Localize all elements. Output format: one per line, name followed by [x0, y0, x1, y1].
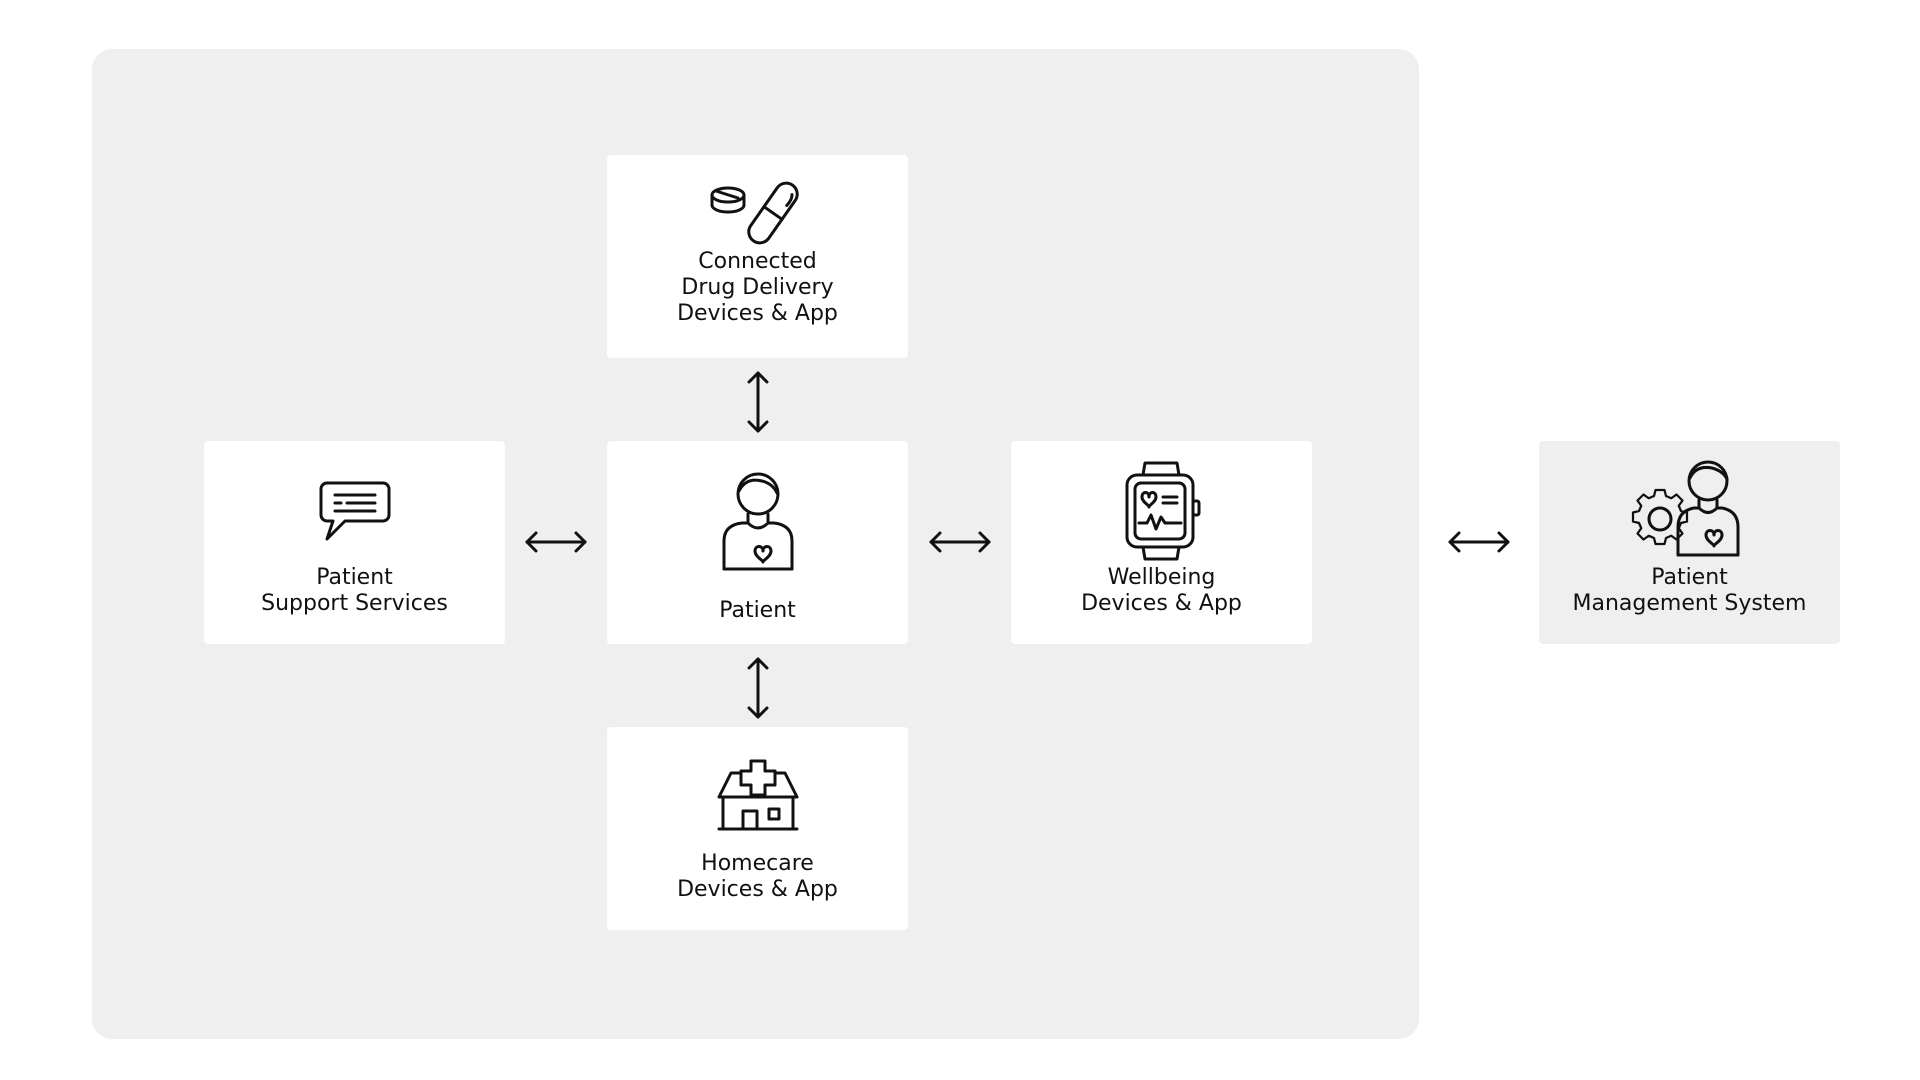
label-line: Homecare [701, 851, 814, 876]
pill-capsule-icon [710, 181, 799, 245]
arrow-patient-homecare [747, 657, 769, 719]
smartwatch-heart-icon [1125, 461, 1200, 561]
label-line: Devices & App [677, 877, 838, 902]
label-line: Devices & App [677, 301, 838, 326]
node-patient: Patient [607, 441, 908, 644]
label-line: Devices & App [1081, 591, 1242, 616]
label-line: Support Services [261, 591, 448, 616]
home-medical-icon [717, 759, 798, 831]
arrow-patient-wellbeing [929, 531, 991, 553]
arrow-wellbeing-management [1448, 531, 1510, 553]
arrow-patient-drug-delivery [747, 371, 769, 433]
label-line: Patient [316, 565, 393, 590]
node-wellbeing-label: Wellbeing Devices & App [1011, 565, 1312, 617]
label-line: Connected [698, 249, 817, 274]
node-wellbeing: Wellbeing Devices & App [1011, 441, 1312, 644]
label-line: Drug Delivery [681, 275, 834, 300]
node-homecare: Homecare Devices & App [607, 727, 908, 930]
arrow-support-patient [525, 531, 587, 553]
node-homecare-label: Homecare Devices & App [607, 851, 908, 903]
node-patient-label: Patient [607, 598, 908, 624]
chat-bubble-icon [319, 481, 390, 541]
label-line: Management System [1572, 591, 1807, 616]
patient-heart-icon [722, 472, 793, 571]
node-patient-support: Patient Support Services [204, 441, 505, 644]
node-patient-management-label: Patient Management System [1539, 565, 1840, 617]
label-line: Patient [1651, 565, 1728, 590]
label-line: Patient [719, 598, 796, 623]
node-patient-management: Patient Management System [1539, 441, 1840, 644]
node-drug-delivery: Connected Drug Delivery Devices & App [607, 155, 908, 358]
gear-clinician-icon [1631, 460, 1739, 557]
label-line: Wellbeing [1107, 565, 1216, 590]
node-drug-delivery-label: Connected Drug Delivery Devices & App [607, 249, 908, 327]
node-patient-support-label: Patient Support Services [204, 565, 505, 617]
